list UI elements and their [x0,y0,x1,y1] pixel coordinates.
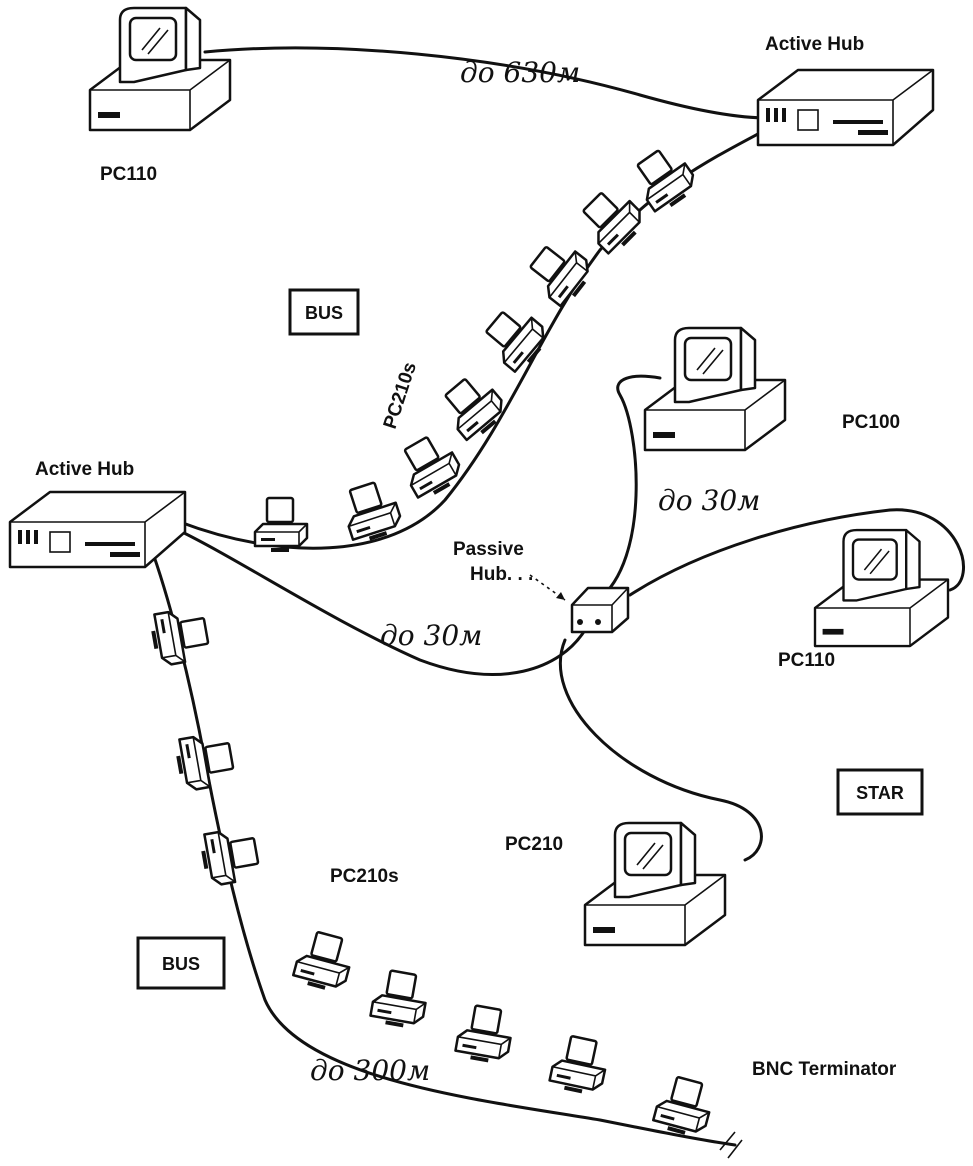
station [369,968,430,1030]
cable-hub-to-passive [178,530,585,674]
station [173,731,235,792]
station [292,929,356,995]
pc110-top-device [90,8,230,130]
active-hub-top-device [758,70,933,145]
pc100-label: PC100 [842,412,900,433]
active-hub-left-device [10,492,185,567]
station [652,1074,716,1140]
distance-hub-to-passive: до 30м [380,619,482,652]
distance-top-link: до 630м [460,56,580,89]
pc110-top-label: PC110 [100,164,157,185]
svg-text:STAR: STAR [856,783,904,803]
station [255,498,307,552]
station [198,826,260,887]
distance-star-upper: до 30м [658,484,760,517]
star-box: STAR [838,770,922,814]
bus-box-lower: BUS [138,938,224,988]
station [478,301,553,376]
pc210-device [585,823,725,945]
passive-hub-label-line2: Hub. . . [470,564,533,585]
pc210s-lower-label: PC210s [330,866,399,887]
station [548,1033,610,1097]
distance-lower-bus: до 300м [310,1054,430,1087]
active-hub-left-label: Active Hub [35,459,134,480]
pc210s-upper-label: PC210s [380,360,421,432]
station [454,1003,515,1065]
station [436,370,511,445]
pc110-right-device [815,530,948,646]
active-hub-top-label: Active Hub [765,34,864,55]
pc210-label: PC210 [505,834,563,855]
station [148,606,210,667]
bnc-terminator-label: BNC Terminator [752,1059,897,1080]
station [627,142,701,216]
svg-text:BUS: BUS [162,954,200,974]
pc110-right-label: PC110 [778,650,835,671]
svg-text:BUS: BUS [305,303,343,323]
station [574,183,649,258]
station [394,430,466,503]
pc100-device [645,328,785,450]
upper-bus-stations [255,142,701,552]
bus-box-upper: BUS [290,290,358,334]
passive-hub-label-line1: Passive [453,539,524,560]
station [523,235,598,309]
